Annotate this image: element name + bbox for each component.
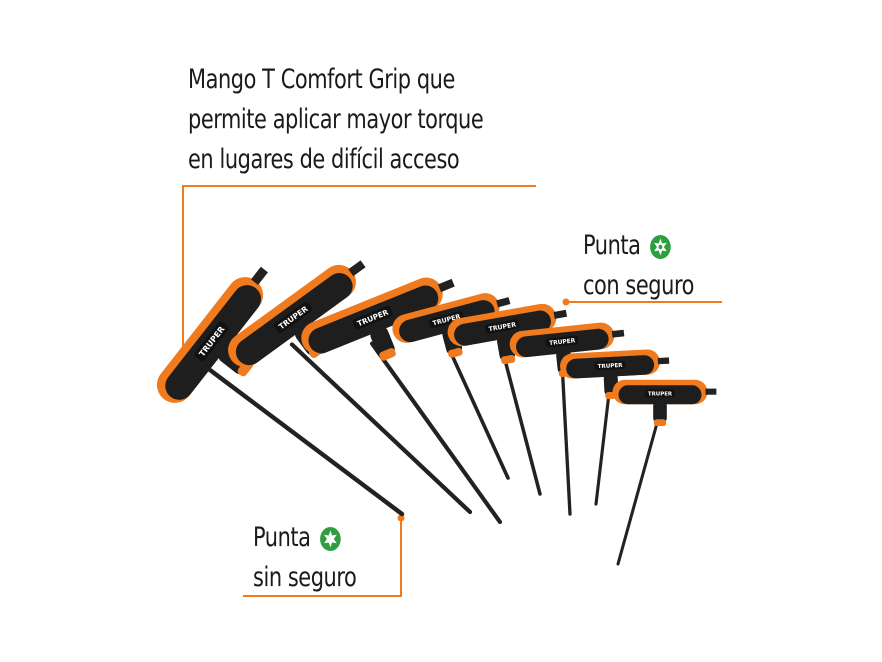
t-handle-key: TRUPER [156, 266, 405, 517]
leader-tip-plain [243, 518, 402, 597]
handle-label-plate [485, 319, 520, 334]
short-tip [611, 329, 625, 338]
key-handle: TRUPER [612, 379, 717, 426]
key-shaft [616, 410, 662, 566]
handle-stem [653, 400, 667, 424]
key-handle: TRUPER [509, 322, 625, 378]
leader-tip-secure-dot [562, 298, 570, 306]
short-tip [553, 309, 568, 319]
grip-callout-line-2: permite aplicar mayor torque [188, 104, 484, 135]
leader-tip-plain-dot [397, 514, 405, 522]
key-handle: TRUPER [392, 293, 511, 358]
key-handle: TRUPER [301, 277, 455, 361]
short-tip [348, 260, 366, 277]
key-shaft [289, 342, 473, 515]
short-tip [657, 357, 670, 365]
short-tip [437, 278, 455, 293]
tip-plain-callout-line-2: sin seguro [253, 562, 357, 593]
tip-secure-callout: Punta con seguro [583, 226, 694, 306]
key-shaft [207, 367, 405, 517]
tip-secure-callout-line-2: con seguro [583, 270, 694, 301]
key-shaft [594, 383, 612, 506]
key-handle: TRUPER [560, 349, 670, 400]
leader-lines [179, 185, 722, 597]
key-shaft [444, 340, 510, 480]
handle-label-plate [352, 305, 393, 330]
t-handle-key: TRUPER [301, 277, 503, 525]
t-handle-key: TRUPER [509, 322, 625, 516]
key-shaft [560, 360, 572, 516]
handle-stem-ring [500, 355, 516, 365]
short-tip [251, 266, 268, 285]
tip-plain-callout: Punta sin seguro [253, 518, 357, 598]
handle-stem-ring [379, 348, 396, 361]
brand-logo-text: TRUPER [549, 338, 576, 347]
handle-label-plate [594, 360, 626, 371]
handle-stem-ring [653, 419, 667, 426]
tip-plain-callout-line-1: Punta [253, 518, 356, 558]
brand-logo-text: TRUPER [488, 321, 517, 333]
handle-label-plate [645, 389, 675, 398]
leader-grip [182, 185, 536, 360]
handle-label-plate [274, 301, 313, 334]
t-handle-key: TRUPER [447, 303, 568, 496]
handle-label-plate [545, 335, 579, 348]
grip-callout-line-3: en lugares de difícil acceso [188, 144, 460, 175]
brand-logo-text: TRUPER [598, 363, 624, 370]
t-handle-key: TRUPER [392, 293, 511, 480]
handle-stem-ring [448, 347, 463, 358]
torx-star-icon [649, 234, 671, 259]
brand-logo-text: TRUPER [648, 391, 673, 397]
t-handle-key: TRUPER [612, 379, 717, 566]
short-tip [496, 297, 511, 308]
torx-star-icon [319, 526, 341, 551]
handle-label-plate [428, 311, 464, 329]
tip-secure-callout-line-1: Punta [583, 226, 694, 266]
key-shaft [369, 341, 503, 525]
t-handle-key: TRUPER [560, 349, 670, 506]
grip-callout: Mango T Comfort Grip que permite aplicar… [188, 60, 484, 180]
key-shaft [500, 346, 542, 496]
grip-callout-line-1: Mango T Comfort Grip que [188, 64, 455, 95]
short-tip [705, 388, 717, 395]
key-handle: TRUPER [156, 266, 268, 403]
handle-label-plate [194, 321, 229, 362]
